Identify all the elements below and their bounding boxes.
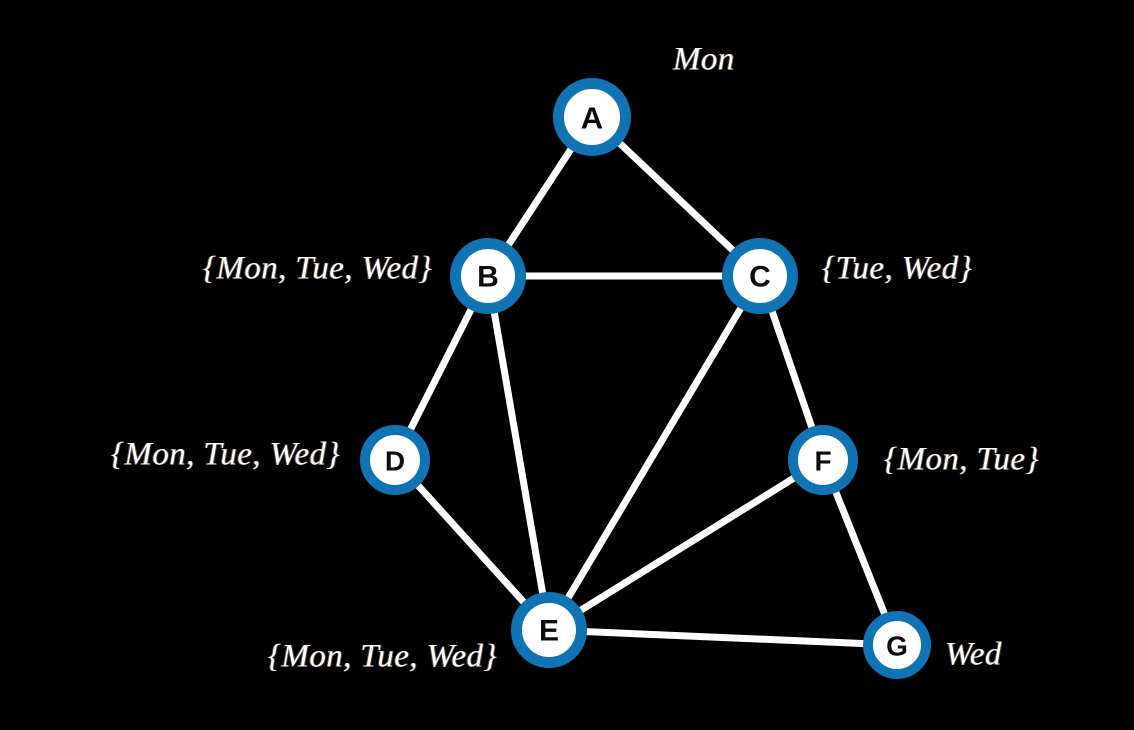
node-letter-c: C: [749, 261, 771, 294]
graph-node-g[interactable]: G: [863, 611, 931, 679]
domain-label-f: {Mon, Tue}: [884, 441, 1040, 478]
node-circle-f: [788, 425, 858, 495]
graph-node-a[interactable]: A: [553, 78, 631, 156]
graph-node-c[interactable]: C: [722, 238, 798, 314]
node-letter-a: A: [581, 101, 603, 136]
node-circle-b: [450, 238, 526, 314]
graph-node-b[interactable]: B: [450, 238, 526, 314]
graph-edge-e-f: [545, 456, 827, 634]
node-circle-c: [722, 238, 798, 314]
edges-layer: [391, 113, 901, 649]
domain-label-c: {Tue, Wed}: [822, 250, 973, 287]
node-circle-g: [863, 611, 931, 679]
domain-label-g: Wed: [945, 636, 1002, 673]
nodes-layer: A B C D F E G: [360, 78, 931, 679]
domain-label-e: {Mon, Tue, Wed}: [267, 638, 497, 675]
node-circle-d: [360, 425, 430, 495]
node-letter-f: F: [814, 446, 831, 477]
domain-label-d: {Mon, Tue, Wed}: [110, 436, 340, 473]
node-circle-a: [553, 78, 631, 156]
graph-edge-e-g: [545, 626, 901, 649]
domain-label-b: {Mon, Tue, Wed}: [202, 250, 432, 287]
domain-label-a: Mon: [673, 41, 735, 78]
graph-node-d[interactable]: D: [360, 425, 430, 495]
node-letter-d: D: [385, 446, 405, 477]
graph-edge-d-e: [391, 456, 553, 634]
node-circle-e: [511, 592, 587, 668]
node-letter-e: E: [539, 615, 559, 648]
graph-edge-b-e: [484, 272, 553, 634]
graph-node-e[interactable]: E: [511, 592, 587, 668]
graph-node-f[interactable]: F: [788, 425, 858, 495]
node-letter-g: G: [886, 631, 908, 662]
graph-edge-c-e: [545, 272, 764, 634]
node-letter-b: B: [477, 261, 499, 294]
